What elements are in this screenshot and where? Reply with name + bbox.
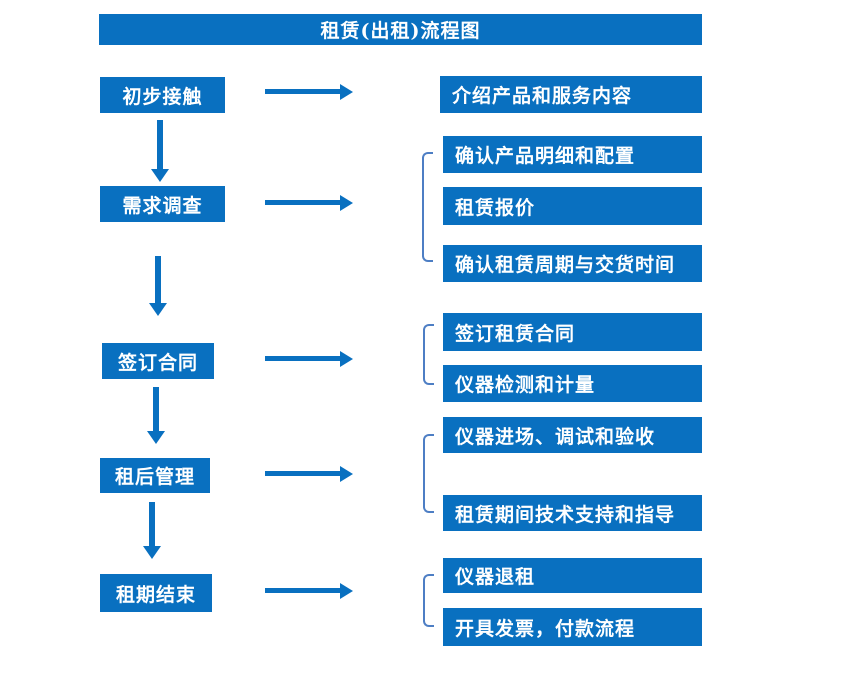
- flow-arrow-right-icon: [265, 356, 340, 361]
- flow-arrow-down-icon: [155, 256, 161, 303]
- output-box-confirm-product-details: 确认产品明细和配置: [443, 136, 702, 173]
- output-box-invoice-payment: 开具发票，付款流程: [443, 608, 702, 646]
- output-box-instrument-testing: 仪器检测和计量: [443, 365, 702, 402]
- flow-arrow-right-icon: [265, 200, 340, 205]
- step-box-sign-contract: 签订合同: [102, 343, 214, 379]
- flow-arrow-down-icon: [153, 387, 159, 431]
- output-box-introduce-products: 介绍产品和服务内容: [440, 76, 702, 113]
- output-box-confirm-rental-period: 确认租赁周期与交货时间: [443, 245, 702, 282]
- title-bar: 租赁(出租)流程图: [99, 14, 702, 45]
- output-box-rental-quote: 租赁报价: [443, 187, 702, 225]
- group-bracket: [423, 324, 434, 385]
- output-box-instrument-setup-acceptance: 仪器进场、调试和验收: [443, 417, 702, 453]
- step-box-post-rental-management: 租后管理: [100, 458, 210, 493]
- group-bracket: [423, 434, 434, 513]
- flow-arrow-right-icon: [265, 588, 340, 593]
- flow-arrow-right-icon: [265, 89, 340, 94]
- page-title: 租赁(出租)流程图: [320, 20, 481, 42]
- output-box-rental-tech-support: 租赁期间技术支持和指导: [443, 495, 702, 531]
- step-box-demand-survey: 需求调查: [100, 186, 225, 222]
- flow-arrow-right-icon: [265, 471, 340, 476]
- step-box-lease-end: 租期结束: [100, 574, 212, 612]
- output-box-instrument-return: 仪器退租: [443, 558, 702, 593]
- group-bracket: [423, 574, 434, 627]
- group-bracket: [422, 152, 433, 262]
- flow-arrow-down-icon: [157, 120, 163, 169]
- flow-arrow-down-icon: [149, 502, 155, 546]
- step-box-initial-contact: 初步接触: [100, 77, 225, 113]
- output-box-sign-rental-contract: 签订租赁合同: [443, 313, 702, 351]
